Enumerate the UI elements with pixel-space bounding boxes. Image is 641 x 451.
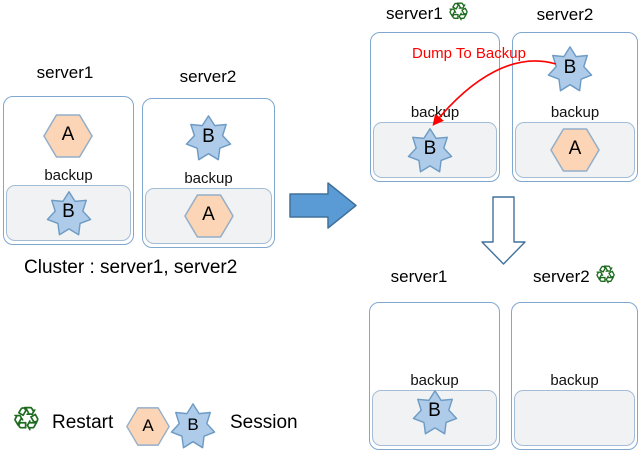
down-arrow-icon [481,196,526,265]
dump-arrow [432,60,557,126]
session-b-label: B [62,201,75,222]
session-a-label: A [61,124,75,145]
session-b-label: B [428,400,441,421]
backup-label: backup [550,372,599,389]
after-server2-title-row: server2 ♲ [533,262,617,289]
session-a-icon: A [183,194,234,238]
during-server1-title: server1 [386,4,443,23]
restart-icon: ♲ [12,401,41,437]
before-server1-box: A backup B [3,96,134,245]
session-b-icon: B [407,127,453,174]
dump-to-backup-label: Dump To Backup [412,45,526,62]
before-server2-box: B backup A [142,98,275,248]
before-server2-title: server2 [179,67,237,86]
session-b-icon: B [412,389,458,436]
during-server2-title: server2 [536,5,594,24]
during-server2-backup-area: A [515,122,635,178]
after-server1-backup-area: B [372,389,497,446]
session-a-label: A [568,138,582,159]
session-b-label: B [423,138,437,159]
right-arrow-icon [289,182,357,229]
session-b-label: B [563,57,577,78]
after-server1-box: backup B [369,302,500,450]
session-b-icon: B [547,45,593,93]
backup-label: backup [184,170,233,187]
during-server1-backup-area: B [373,122,497,178]
legend-restart-label: Restart [52,412,114,433]
restart-icon: ♲ [594,262,617,289]
backup-label: backup [44,167,93,184]
session-b-icon: B [185,114,232,162]
after-server1-title: server1 [390,267,448,286]
during-server1-box: backup B [370,32,500,182]
session-b-icon: B [46,190,92,237]
during-server2-box: B backup A [512,32,638,182]
after-server2-backup-area [514,390,635,446]
session-a-label: A [202,204,215,225]
session-a-icon: A [43,114,93,158]
session-a-label: A [142,415,154,435]
session-a-icon: A [126,407,170,446]
session-b-icon: B [170,402,216,450]
session-b-label: B [202,126,215,147]
before-server1-backup-area: B [6,185,131,241]
before-server2-backup-area: A [145,188,272,244]
cluster-caption: Cluster : server1, server2 [24,257,238,278]
before-server1-title: server1 [36,63,94,82]
session-a-icon: A [550,128,600,172]
session-b-label: B [187,415,199,434]
after-server2-title: server2 [533,267,590,286]
after-server2-box: backup [511,302,638,450]
during-server1-title-row: server1 ♲ [386,0,470,26]
legend-session-label: Session [230,412,298,433]
restart-icon: ♲ [447,0,470,26]
backup-label: backup [410,372,459,389]
backup-label: backup [550,104,600,121]
